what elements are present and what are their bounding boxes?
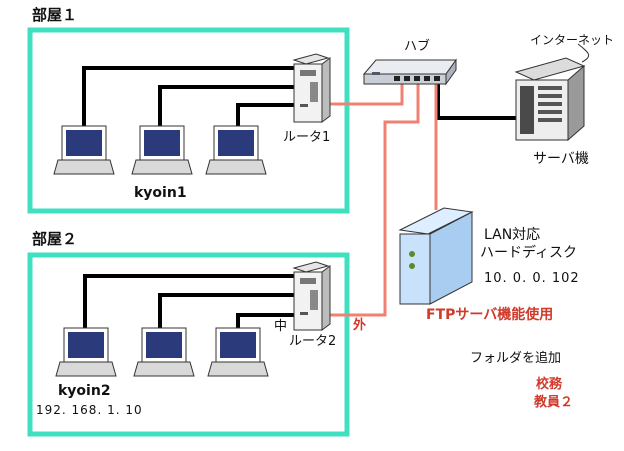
room1-group-label: kyoin1 <box>134 185 187 201</box>
room2-title: 部屋２ <box>32 230 78 248</box>
nas-ip: 10. 0. 0. 102 <box>484 271 580 286</box>
laptop-icon <box>131 125 193 175</box>
wan-cables <box>324 84 438 317</box>
nas-ftp-label: FTPサーバ機能使用 <box>426 307 554 323</box>
server-device <box>514 57 586 142</box>
internet-pointer-line <box>577 43 590 63</box>
hub-device <box>362 58 457 86</box>
laptop-icon <box>133 327 195 377</box>
room2-lan-cables <box>83 274 298 330</box>
folder-item-kyomu: 校務 <box>536 377 563 392</box>
router2-inside-label: 中 <box>274 319 288 334</box>
router2-label: ルータ2 <box>289 334 337 349</box>
router2-device <box>292 261 331 331</box>
nas-title-line2: ハードディスク <box>480 245 578 261</box>
hub-server-cable <box>436 84 516 120</box>
room2-group-label: kyoin2 <box>58 383 111 399</box>
laptop-icon <box>53 125 115 175</box>
laptop-icon <box>205 125 267 175</box>
router2-outside-label: 外 <box>353 318 367 333</box>
nas-title-line1: LAN対応 <box>484 227 541 243</box>
router1-label: ルータ1 <box>283 130 331 145</box>
nas-device <box>398 207 474 305</box>
room1-title: 部屋１ <box>32 6 78 24</box>
room2-box <box>27 252 350 437</box>
folder-item-kyoin: 教員２ <box>534 395 574 410</box>
room1-lan-cables <box>82 66 298 128</box>
laptop-icon <box>55 327 117 377</box>
room1-box <box>27 27 350 214</box>
laptop-icon <box>207 327 269 377</box>
internet-label: インターネット <box>530 33 615 47</box>
room2-ip: 192. 168. 1. 10 <box>36 403 143 417</box>
folders-heading: フォルダを追加 <box>470 351 562 366</box>
hub-label: ハブ <box>404 39 431 54</box>
server-label: サーバ機 <box>533 151 589 167</box>
router1-device <box>292 53 331 123</box>
